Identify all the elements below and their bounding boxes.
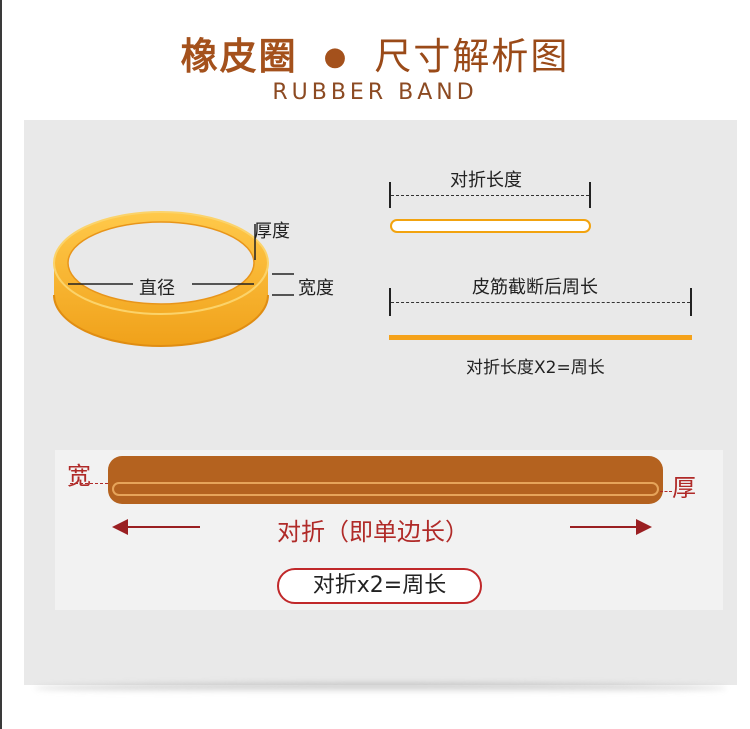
ring-inner-rim (67, 221, 255, 305)
fold-length-tick-left (389, 182, 391, 208)
cut-band-bar (389, 335, 692, 340)
ring-top-rim (53, 211, 269, 315)
right-arrow-shaft (570, 526, 638, 528)
folded-band-bar (390, 219, 591, 233)
title-separator-dot: ● (323, 42, 349, 72)
flat-band-shape (108, 456, 663, 504)
ring-body (54, 212, 268, 346)
fold-caption: 对折（即单边长） (277, 518, 469, 546)
left-arrow-shaft (126, 526, 200, 528)
fold-length-tick-right (589, 182, 591, 208)
cut-perimeter-tick-left (389, 288, 391, 316)
cut-perimeter-tick-right (690, 288, 692, 316)
perimeter-formula-badge: 对折x2=周长 (277, 568, 482, 604)
band-width-label: 宽 (67, 462, 91, 490)
title-size-analysis: 尺寸解析图 (374, 35, 570, 78)
page-title: 橡皮圈 ● 尺寸解析图 (0, 26, 750, 80)
panel-shadow (34, 683, 727, 693)
rubber-ring-illustration (53, 211, 294, 347)
fold-length-label: 对折长度 (450, 170, 522, 191)
diameter-label: 直径 (139, 278, 175, 299)
flat-band-inner-outline (112, 482, 659, 496)
left-border-rule (0, 0, 2, 729)
fold-length-formula: 对折长度X2=周长 (466, 358, 605, 378)
band-width-marker (70, 483, 108, 484)
fold-length-dimension-line (391, 195, 589, 196)
left-arrow-icon (112, 519, 128, 535)
cut-perimeter-dimension-line (391, 302, 690, 303)
band-thickness-label: 厚 (672, 474, 696, 502)
right-arrow-icon (636, 519, 652, 535)
title-rubber-band: 橡皮圈 (180, 35, 298, 78)
thickness-label: 厚度 (254, 221, 290, 242)
band-thickness-marker (660, 491, 672, 492)
page-subtitle: RUBBER BAND (272, 80, 478, 105)
width-label: 宽度 (298, 278, 334, 299)
ring-bottom-shade (53, 294, 269, 347)
cut-perimeter-label: 皮筋截断后周长 (472, 277, 598, 298)
